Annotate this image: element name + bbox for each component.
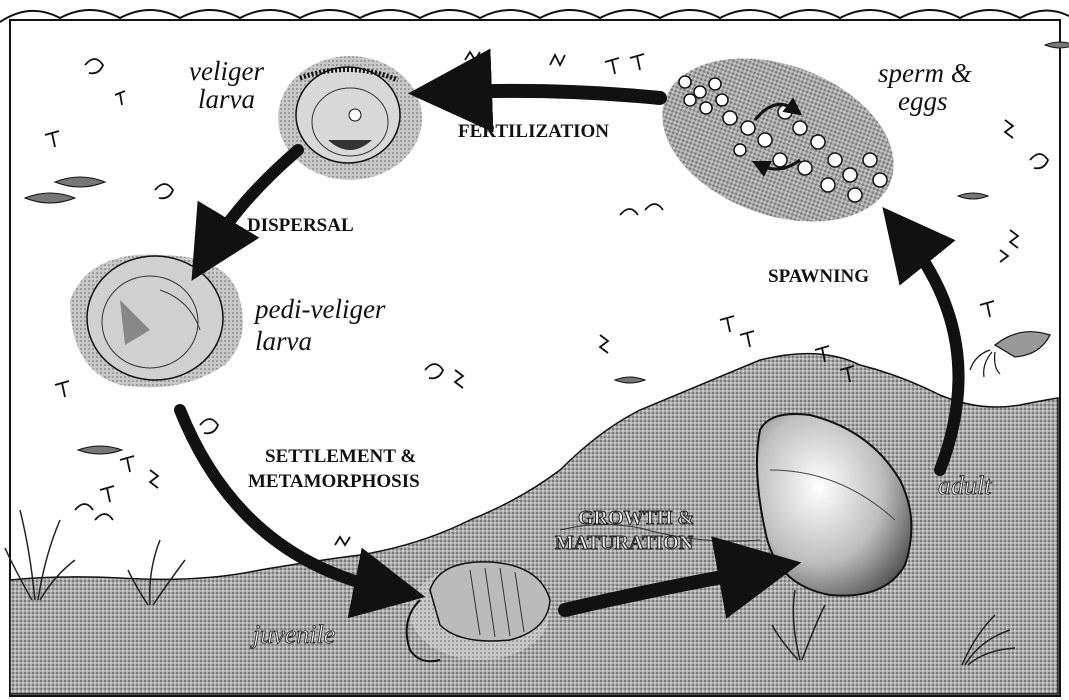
- settlement-label-line1: SETTLEMENT &: [265, 446, 416, 467]
- sperm-eggs-label-line1: sperm &: [878, 58, 972, 88]
- veliger-larva: [278, 56, 422, 180]
- squid-icon: [970, 332, 1050, 377]
- pedi-veliger-label-line2: larva: [255, 326, 312, 356]
- fertilization-arrow: [450, 91, 660, 98]
- veliger-label-line1: veliger: [189, 56, 264, 86]
- sperm-eggs-cluster: [640, 28, 917, 251]
- dispersal-label: DISPERSAL: [247, 215, 354, 236]
- pedi-veliger-larva: [70, 255, 243, 388]
- adult-label: adult: [938, 471, 992, 500]
- spawning-label: SPAWNING: [768, 266, 869, 287]
- veliger-label-line2: larva: [198, 84, 255, 114]
- settlement-label-line2: METAMORPHOSIS: [248, 471, 420, 492]
- growth-label-line1: GROWTH &: [578, 507, 694, 529]
- fertilization-label: FERTILIZATION: [458, 121, 609, 142]
- sperm-eggs-label-line2: eggs: [898, 86, 948, 116]
- growth-label-line2: MATURATION: [555, 532, 694, 554]
- juvenile-label: juvenile: [250, 620, 335, 649]
- pedi-veliger-label-line1: pedi-veliger: [253, 294, 386, 324]
